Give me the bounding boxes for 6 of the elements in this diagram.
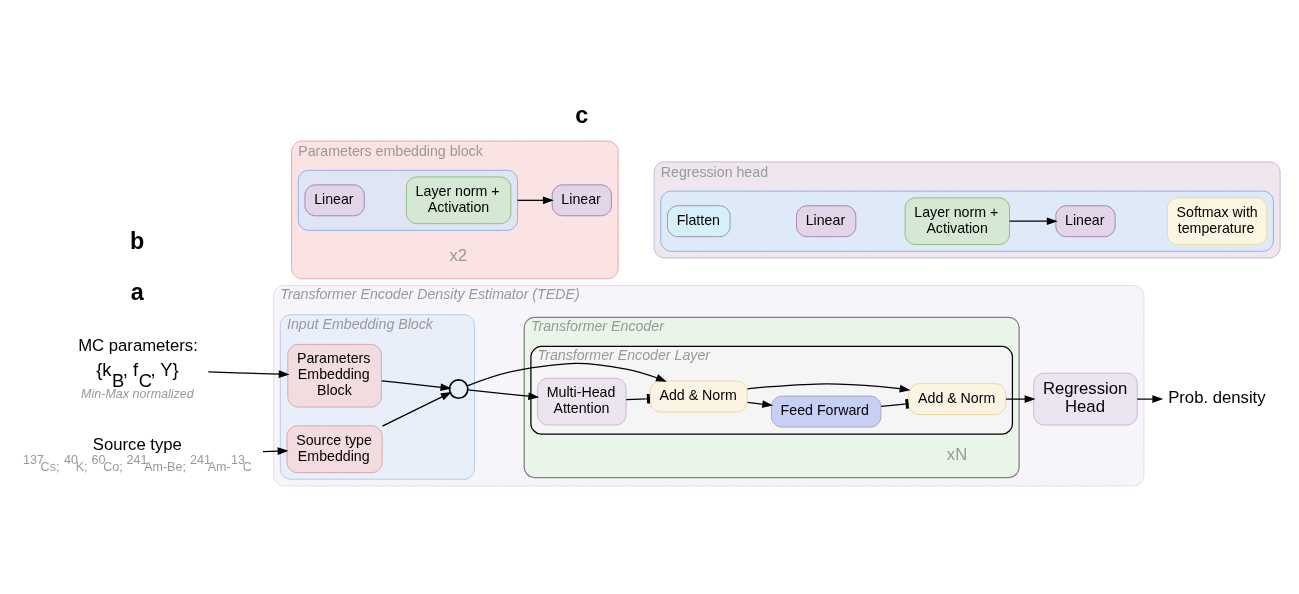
node-label: x2 xyxy=(449,246,468,266)
node-text: Prob. density xyxy=(1168,388,1266,408)
label: b xyxy=(129,227,145,254)
label: a xyxy=(130,278,144,305)
label: c xyxy=(575,101,589,128)
node-label: xN xyxy=(946,445,968,465)
